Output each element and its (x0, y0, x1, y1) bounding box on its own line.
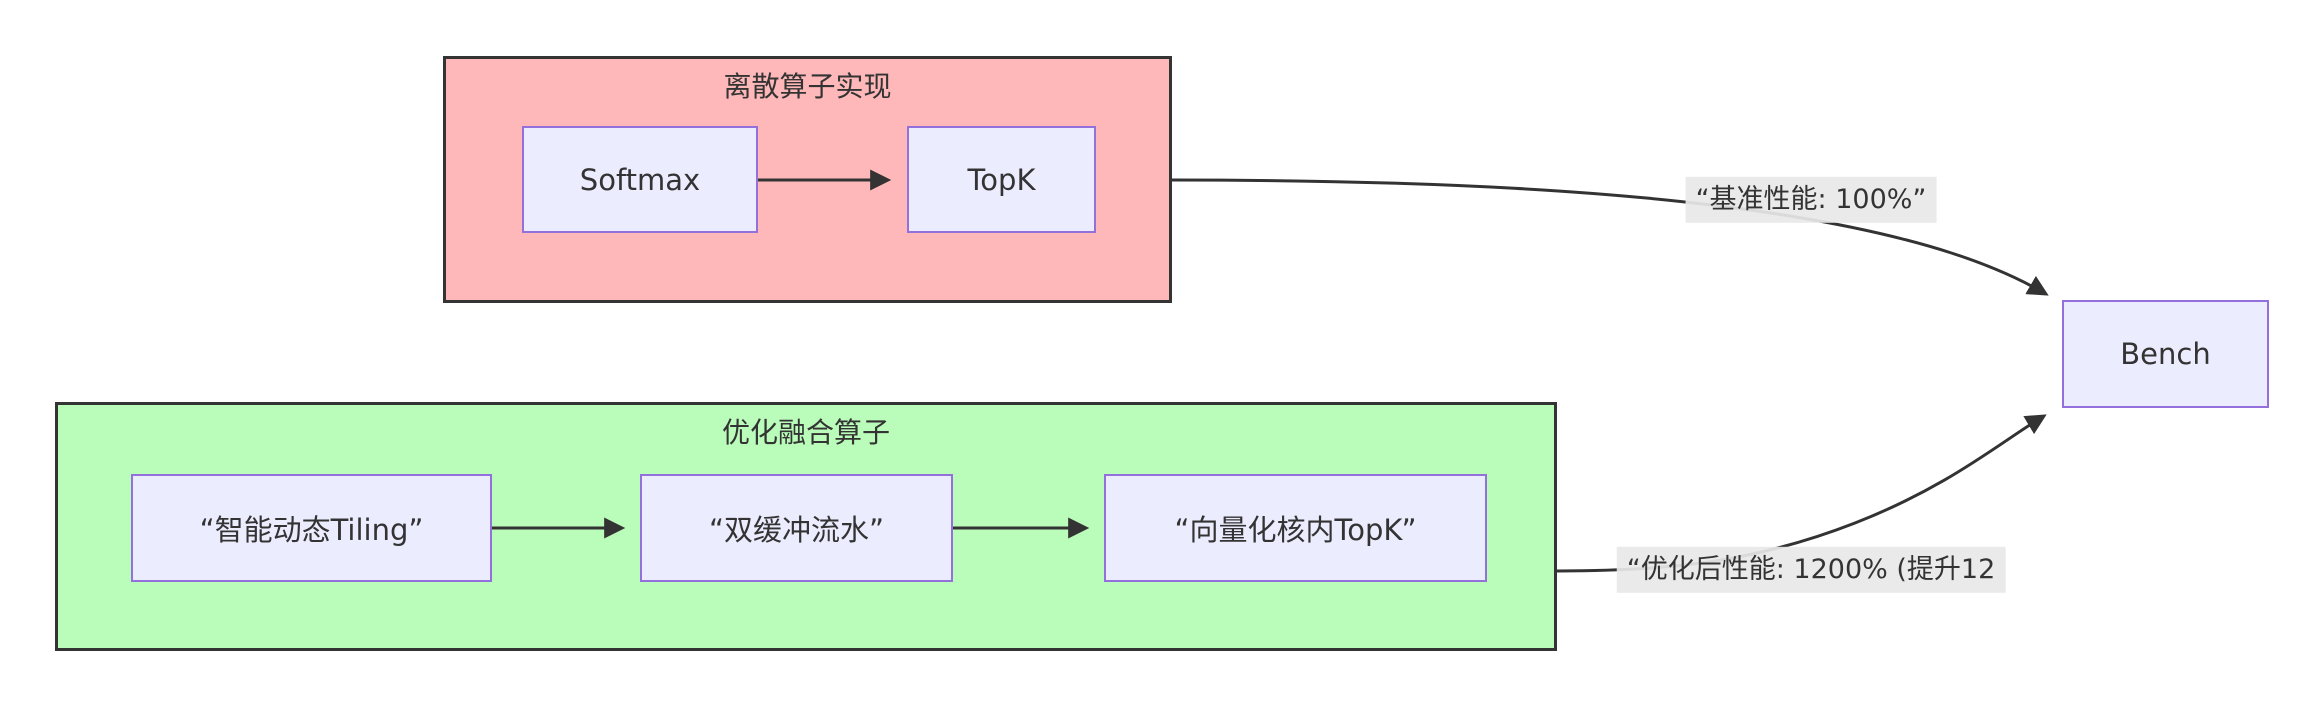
node-topk: TopK (907, 126, 1096, 233)
node-softmax-label: Softmax (579, 162, 701, 197)
cluster-discrete-label: 离散算子实现 (723, 70, 892, 103)
node-softmax: Softmax (522, 126, 758, 233)
cluster-fused-label: 优化融合算子 (721, 416, 890, 449)
node-vectorized-incore-topk: “向量化核内TopK” (1104, 474, 1487, 582)
node-topk-label: TopK (967, 162, 1036, 197)
node-bench-label: Bench (2120, 337, 2211, 371)
node-vectorized-incore-topk-label: “向量化核内TopK” (1174, 513, 1417, 547)
edge-label-optimized-performance: “优化后性能: 1200% (提升12 (1616, 546, 2006, 594)
node-double-buffer-pipeline-label: “双缓冲流水” (708, 513, 885, 547)
edge-label-baseline-performance: “基准性能: 100%” (1685, 176, 1937, 224)
node-double-buffer-pipeline: “双缓冲流水” (640, 474, 953, 582)
node-smart-dynamic-tiling: “智能动态Tiling” (131, 474, 492, 582)
node-smart-dynamic-tiling-label: “智能动态Tiling” (199, 513, 424, 547)
node-bench: Bench (2062, 300, 2269, 408)
